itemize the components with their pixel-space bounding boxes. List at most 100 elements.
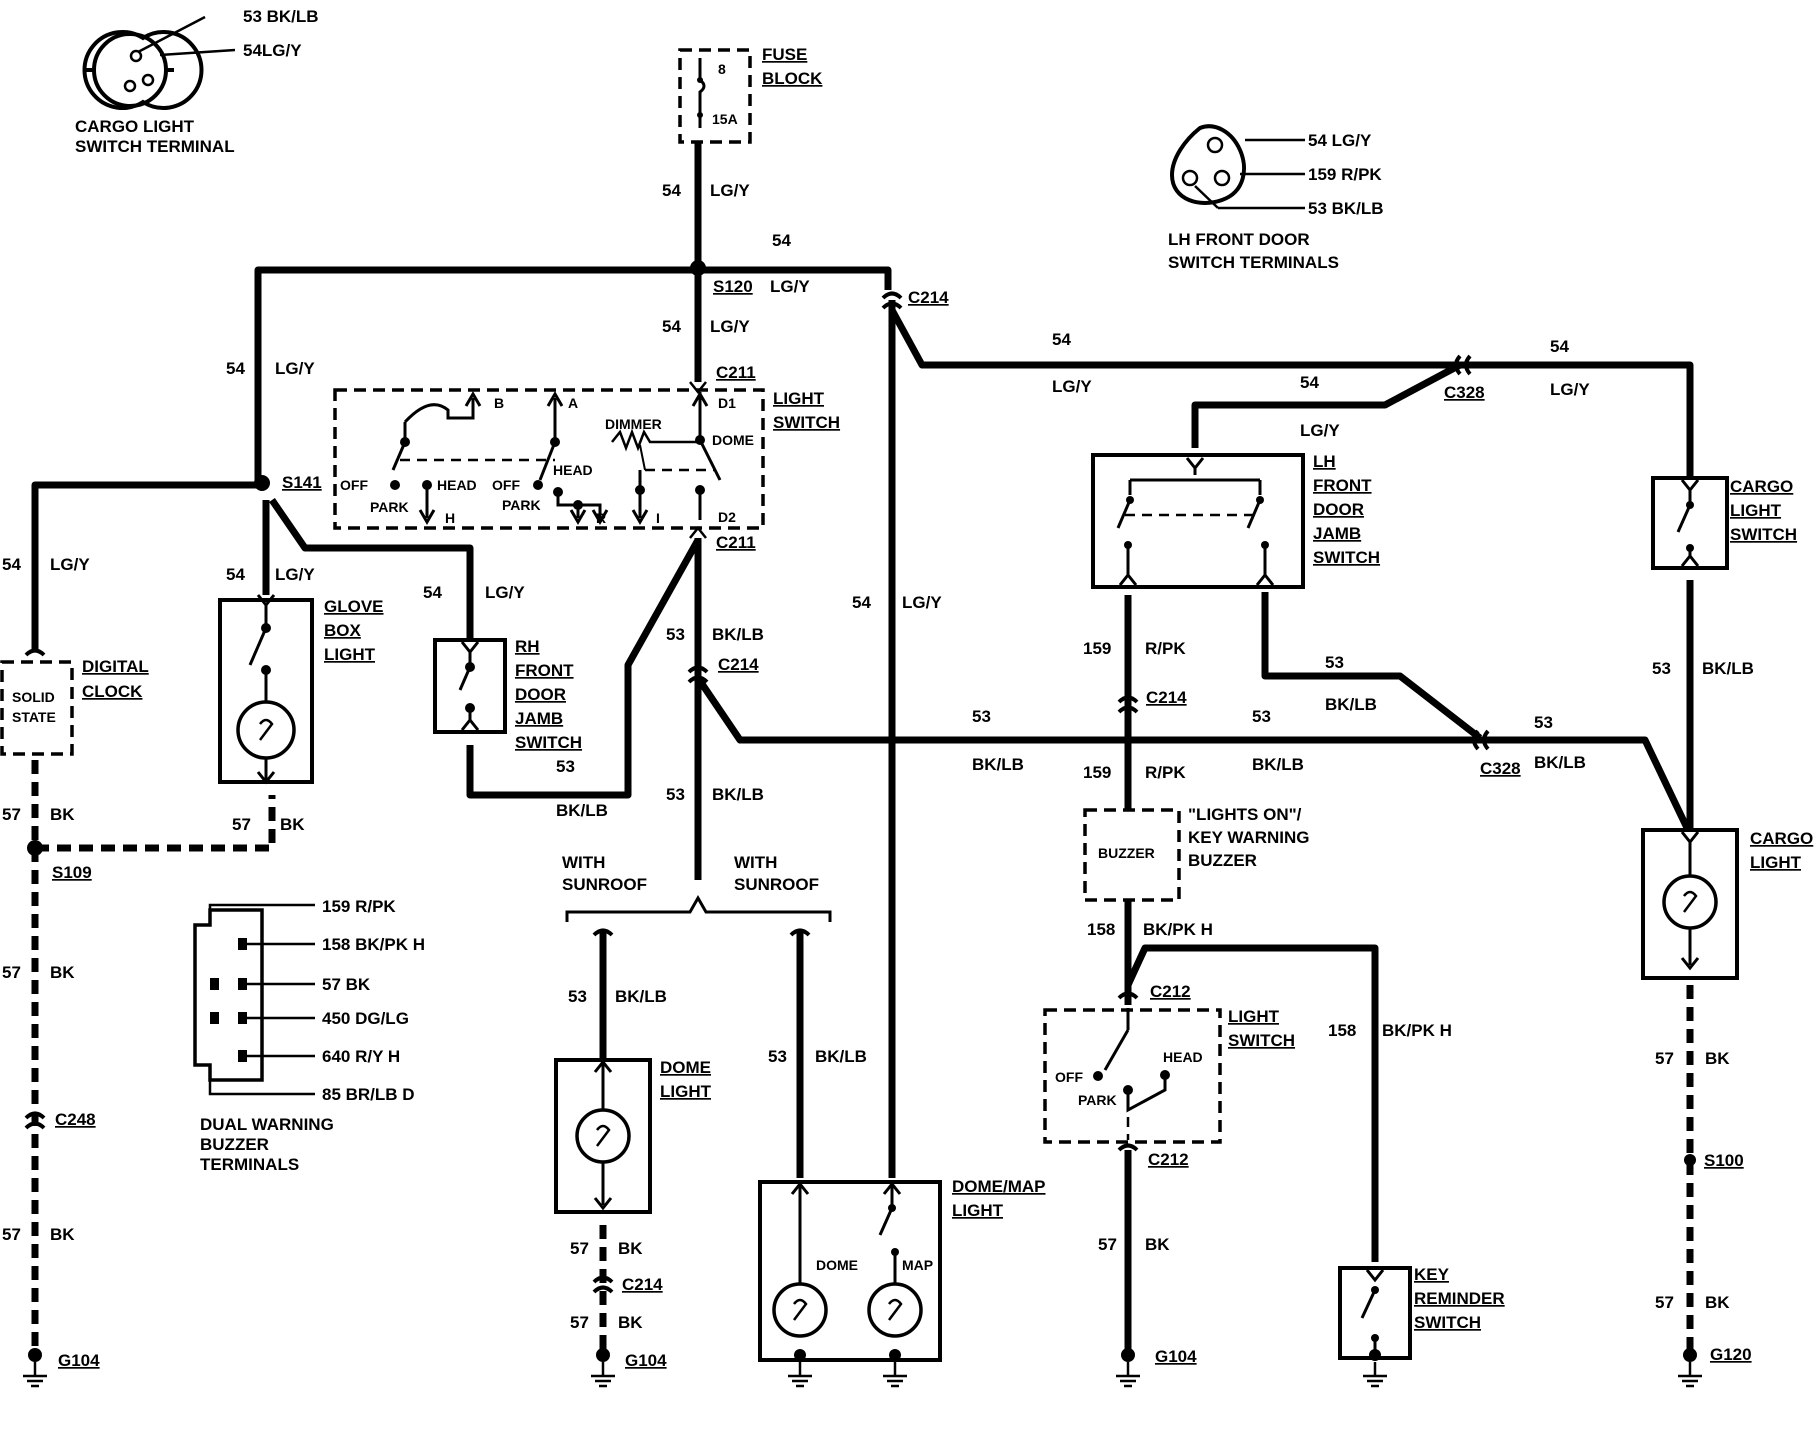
dual-buzzer-label-1: DUAL WARNING [200,1115,334,1134]
dual-buzzer-wire-2: 158 BK/PK H [322,935,425,954]
cargo-switch-label-3: SWITCH [1730,525,1797,544]
label-c214-top: C214 [908,288,949,307]
wl-bk-g: BK [1145,1235,1170,1254]
wl-158-a: 158 [1087,920,1115,939]
sunroof-label-b2: SUNROOF [734,875,819,894]
lh-jamb-label-4: JAMB [1313,524,1361,543]
ls-a: A [568,395,578,411]
wl-bk-h: BK [1705,1049,1730,1068]
wl-57-e: 57 [570,1239,589,1258]
wl-54-d: 54 [226,359,245,378]
sunroof-label-b1: WITH [734,853,777,872]
glove-box-light: GLOVE BOX LIGHT [218,594,384,785]
wl-bk-b: BK [280,815,305,834]
wl-57-h: 57 [1655,1049,1674,1068]
label-s120: S120 [713,277,753,296]
lh-jamb-label-1: LH [1313,452,1336,471]
rh-jamb-label-4: JAMB [515,709,563,728]
lh-jamb-label-3: DOOR [1313,500,1364,519]
dual-buzzer-wire-4: 450 DG/LG [322,1009,409,1028]
cargo-light-switch: CARGO LIGHT SWITCH [1651,476,1797,570]
cargo-terminal-wire-1: 53 BK/LB [243,7,319,26]
wl-53-i: 53 [568,987,587,1006]
fuse-label-2: BLOCK [762,69,823,88]
wl-lgy-f: LG/Y [275,565,315,584]
wl-53-a: 53 [666,625,685,644]
ls-head-1: HEAD [437,477,477,493]
label-g104-mid: G104 [625,1351,667,1370]
dual-buzzer-label-2: BUZZER [200,1135,269,1154]
lh-jamb-label-5: SWITCH [1313,548,1380,567]
wl-bk-i: BK [1705,1293,1730,1312]
wl-bkpkh-a: BK/PK H [1143,920,1213,939]
label-s141: S141 [282,473,322,492]
wl-53-b: 53 [666,785,685,804]
wl-57-f: 57 [570,1313,589,1332]
rh-jamb-label-3: DOOR [515,685,566,704]
wl-lgy-e: LG/Y [50,555,90,574]
sunroof-label-a1: WITH [562,853,605,872]
label-s109: S109 [52,863,92,882]
wl-54-c: 54 [662,317,681,336]
light-switch-main: LIGHT SWITCH B A D1 D2 DIMMER DOME OFF H… [333,381,840,539]
key-reminder-label-1: KEY [1414,1265,1450,1284]
label-g104-right: G104 [1155,1347,1197,1366]
wl-bk-d: BK [50,1225,75,1244]
cargo-switch-label-2: LIGHT [1730,501,1782,520]
buzzer-label-3: BUZZER [1188,851,1257,870]
ls-b: B [494,395,504,411]
clock-label-1: DIGITAL [82,657,149,676]
wires-57-bk [27,760,1694,1355]
dual-buzzer-wire-6: 85 BR/LB D [322,1085,415,1104]
ls2-label-1: LIGHT [1228,1007,1280,1026]
digital-clock: SOLID STATE DIGITAL CLOCK [0,648,149,756]
wire-labels: 54 LG/Y 54 LG/Y 54 LG/Y 54 LG/Y 54 LG/Y … [2,181,1754,1332]
ls2-off: OFF [1055,1069,1083,1085]
ls-d2: D2 [718,509,736,525]
wl-53-g: 53 [1534,713,1553,732]
rh-front-door-jamb-switch: RH FRONT DOOR JAMB SWITCH [433,637,582,752]
wl-lgy-h: LG/Y [902,593,942,612]
lh-terminal-wire-3: 53 BK/LB [1308,199,1384,218]
cargo-terminal-label-2: SWITCH TERMINAL [75,137,235,156]
glove-label-1: GLOVE [324,597,384,616]
wl-bklb-d: BK/LB [972,755,1024,774]
wl-159-a: 159 [1083,639,1111,658]
fuse-number: 8 [718,61,726,77]
fuse-label-1: FUSE [762,45,807,64]
wl-lgy-i: LG/Y [1052,377,1092,396]
lh-terminal-wire-2: 159 R/PK [1308,165,1382,184]
wl-lgy-j: LG/Y [1300,421,1340,440]
cargo-light-switch-terminal: 53 BK/LB 54LG/Y CARGO LIGHT SWITCH TERMI… [75,7,319,156]
rh-jamb-label-2: FRONT [515,661,574,680]
wl-159-b: 159 [1083,763,1111,782]
clock-state: STATE [12,709,56,725]
cargo-light-label-2: LIGHT [1750,853,1802,872]
label-c211-top: C211 [716,363,756,382]
key-reminder-switch: KEY REMINDER SWITCH [1338,1265,1505,1360]
label-c328-top: C328 [1444,383,1485,402]
wl-bklb-e: BK/LB [1252,755,1304,774]
label-g120: G120 [1710,1345,1752,1364]
lh-jamb-label-2: FRONT [1313,476,1372,495]
wl-53-h: 53 [1652,659,1671,678]
lh-front-door-switch-terminals: 54 LG/Y 159 R/PK 53 BK/LB LH FRONT DOOR … [1168,124,1384,272]
ls2-head: HEAD [1163,1049,1203,1065]
ls-h: H [445,510,455,526]
lh-terminal-label-2: SWITCH TERMINALS [1168,253,1339,272]
wl-bklb-a: BK/LB [712,625,764,644]
light-switch-secondary: OFF HEAD PARK LIGHT SWITCH [1043,1007,1295,1144]
wl-54-f: 54 [226,565,245,584]
wl-54-e: 54 [2,555,21,574]
buzzer-name: BUZZER [1098,845,1155,861]
wl-bklb-c: BK/LB [556,801,608,820]
wl-57-b: 57 [232,815,251,834]
wires-53-bklb [466,538,1694,1178]
ls-i: I [656,510,660,526]
key-reminder-label-2: REMINDER [1414,1289,1505,1308]
cargo-terminal-wire-2: 54LG/Y [243,41,302,60]
wl-54-g: 54 [423,583,442,602]
ls2-label-2: SWITCH [1228,1031,1295,1050]
wl-lgy-g: LG/Y [485,583,525,602]
